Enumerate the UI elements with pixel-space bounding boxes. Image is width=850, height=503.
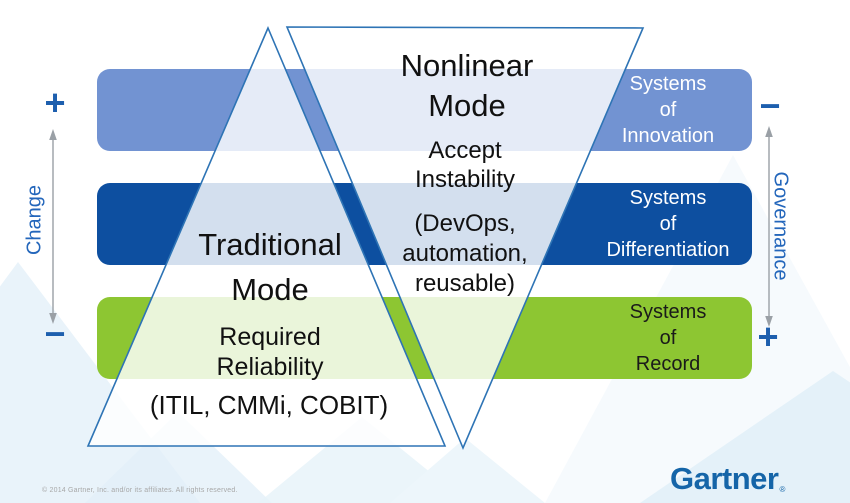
traditional-mode-subtitle: Required Reliability <box>216 323 324 381</box>
band-label-systems-of-differentiation: Systems of Differentiation <box>606 187 730 261</box>
gartner-logo: Gartner® <box>670 461 785 497</box>
watermark-triangle <box>390 438 545 503</box>
change-minus-sign: − <box>44 313 66 354</box>
watermark-triangle <box>258 417 468 503</box>
governance-plus-sign: + <box>757 316 779 357</box>
governance-axis-label: Governance <box>769 171 792 281</box>
change-axis-arrowhead-up <box>49 129 57 140</box>
copyright-notice: © 2014 Gartner, Inc. and/or its affiliat… <box>42 487 238 494</box>
change-plus-sign: + <box>44 82 66 123</box>
gartner-logo-text: Gartner <box>670 461 779 496</box>
nonlinear-mode-subtitle: Accept Instability <box>414 137 516 193</box>
traditional-mode-detail: (ITIL, CMMi, COBIT) <box>149 390 389 420</box>
traditional-mode-title: Traditional Mode <box>198 227 342 307</box>
band-label-systems-of-record: Systems of Record <box>629 301 707 375</box>
band-label-systems-of-innovation: Systems of Innovation <box>621 73 715 147</box>
governance-minus-sign: − <box>759 85 781 126</box>
nonlinear-mode-title: Nonlinear Mode <box>400 48 534 123</box>
governance-axis-arrowhead-up <box>765 126 773 137</box>
registered-trademark-icon: ® <box>779 485 785 494</box>
change-axis-label: Change <box>23 184 46 256</box>
